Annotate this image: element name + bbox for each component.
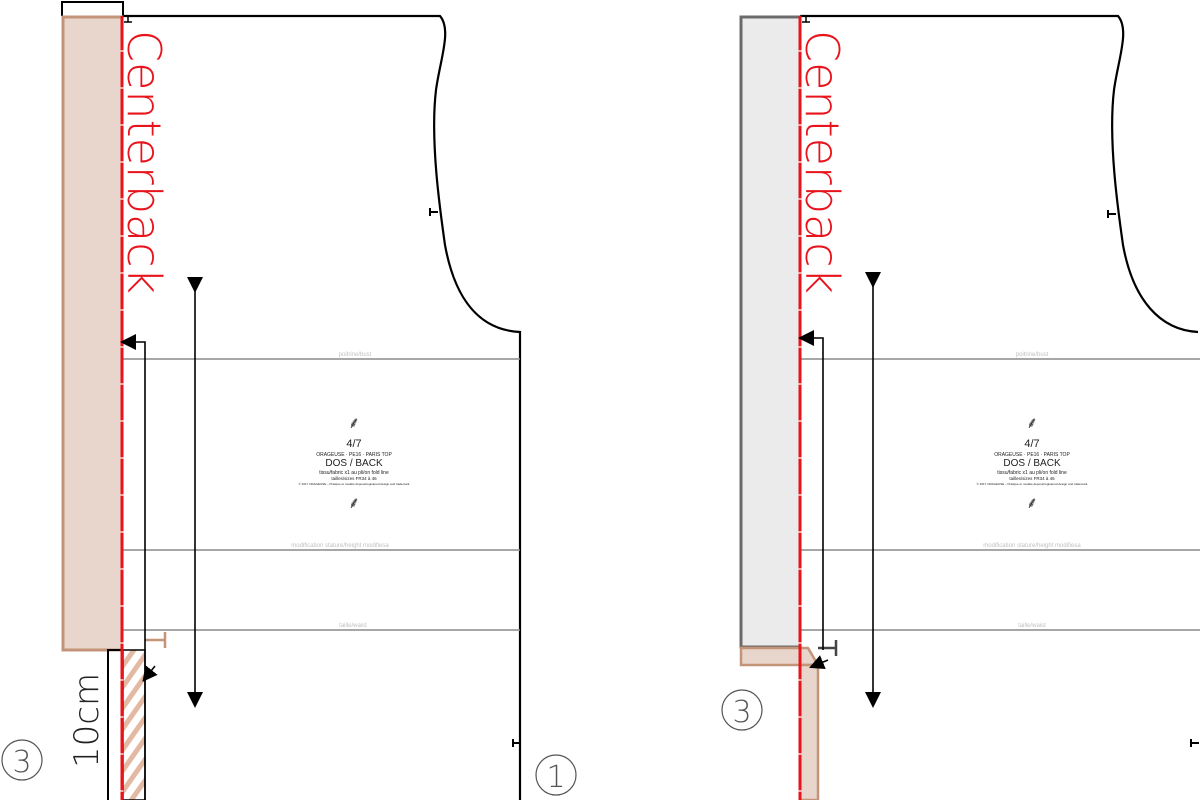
left-guide-modification-label: modification stature/height modifiesa <box>291 543 389 549</box>
left-piece-label: ⸙ 4/7 ORAGEUSE · PE16 · PARIS TOP DOS / … <box>299 415 410 512</box>
right-guide-bust-label: poitrine/bust <box>1016 352 1049 358</box>
left-tree-icon-top: ⸙ <box>348 415 360 432</box>
left-extension-strip <box>61 15 124 652</box>
right-fold-note: tissu/fabric x1 au pli/on fold line <box>997 470 1067 476</box>
left-waist-tick <box>145 632 167 648</box>
right-band-strip <box>739 15 802 649</box>
left-step-number: 3 <box>12 745 31 780</box>
right-band-joint <box>739 646 821 667</box>
left-fold-note: tissu/fabric x1 au pli/on fold line <box>319 470 389 476</box>
right-waist-tick <box>818 640 838 656</box>
right-pattern-outline <box>800 14 1199 334</box>
right-tree-icon-top: ⸙ <box>1026 415 1038 432</box>
left-measurement-label: 10cm <box>67 673 107 768</box>
left-guide-bust-label: poitrine/bust <box>339 352 372 358</box>
left-fold-arrow <box>120 334 146 800</box>
left-piece-number-text: 4/7 <box>346 438 361 450</box>
right-fold-arrow <box>798 330 824 650</box>
left-step-circle <box>1 739 43 781</box>
left-pattern-name: ORAGEUSE · PE16 · PARIS TOP <box>316 452 392 458</box>
left-piece-circle <box>535 754 577 796</box>
right-sizes: tailles/sizes FR34 à 46 <box>1009 476 1055 481</box>
left-guide-waist-label: taille/waist <box>339 623 367 629</box>
left-notch-side <box>512 739 521 747</box>
right-step-circle <box>721 689 763 731</box>
left-centerback-label: Centerback <box>117 30 171 294</box>
left-notch-top <box>124 16 132 23</box>
right-centerback-label: Centerback <box>795 30 849 294</box>
left-top-bracket <box>61 1 124 16</box>
left-piece-name: DOS / BACK <box>325 458 383 469</box>
left-piece-number: 1 <box>546 760 565 795</box>
left-pattern-outline <box>122 14 522 800</box>
left-notch-armhole <box>429 208 438 216</box>
right-panel: poitrine/bust modification stature/heigh… <box>721 14 1200 800</box>
right-notch-armhole <box>1107 210 1116 218</box>
right-lower-strip <box>798 663 820 800</box>
right-small-arrow <box>809 655 829 670</box>
right-guide-waist-label: taille/waist <box>1018 623 1046 629</box>
right-guide-modification-label: modification stature/height modifiesa <box>983 543 1081 549</box>
right-notch-top <box>802 16 810 23</box>
right-piece-name: DOS / BACK <box>1003 458 1061 469</box>
left-sizes: tailles/sizes FR34 à 46 <box>331 476 377 481</box>
right-step-number: 3 <box>732 695 751 730</box>
left-copyright: © 2017 ORAGEUSE – Pratique et modèle dép… <box>299 482 410 486</box>
left-10cm-bracket <box>107 649 123 800</box>
right-pattern-name: ORAGEUSE · PE16 · PARIS TOP <box>994 452 1070 458</box>
right-notch-side <box>1190 739 1199 747</box>
left-hatched-strip <box>122 649 146 800</box>
right-piece-number-text: 4/7 <box>1024 438 1039 450</box>
left-tree-icon-bottom: ⸙ <box>348 495 360 512</box>
left-panel: poitrine/bust modification stature/heigh… <box>1 1 577 800</box>
right-piece-label: ⸙ 4/7 ORAGEUSE · PE16 · PARIS TOP DOS / … <box>977 415 1088 512</box>
left-small-arrow <box>142 665 158 682</box>
right-tree-icon-bottom: ⸙ <box>1026 495 1038 512</box>
right-copyright: © 2017 ORAGEUSE – Pratique et modèle dép… <box>977 482 1088 486</box>
